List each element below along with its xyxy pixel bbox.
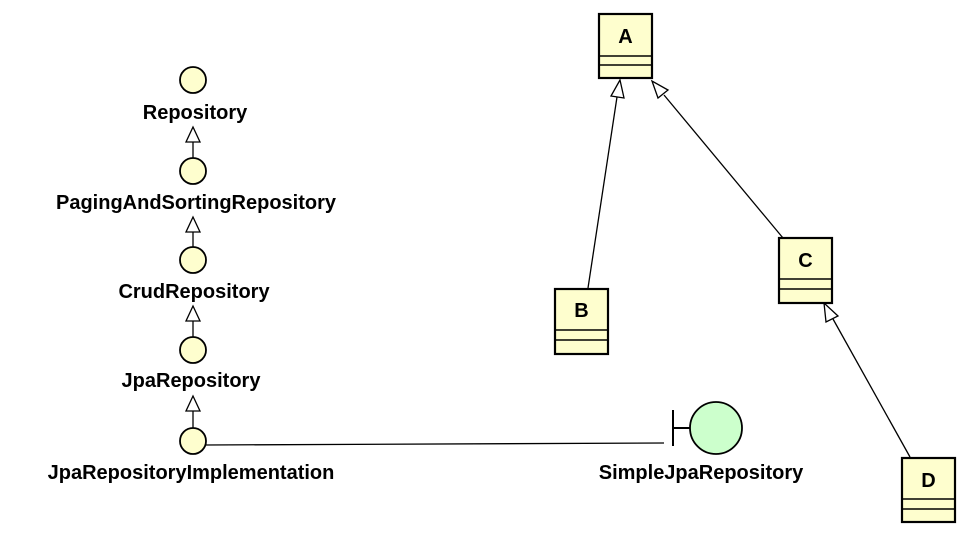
interface-crud-icon[interactable] <box>179 246 207 274</box>
class-b[interactable]: B <box>553 287 610 356</box>
edge-crud-to-paging <box>184 215 202 247</box>
class-a[interactable]: A <box>597 12 654 80</box>
edge-jpa-to-crud <box>184 304 202 337</box>
boundary-simplejpa[interactable] <box>672 401 743 455</box>
interface-paging-label: PagingAndSortingRepository <box>56 192 337 214</box>
interface-jpa-label: JpaRepository <box>122 370 262 392</box>
edge-c-to-a <box>650 79 784 239</box>
edge-b-to-a <box>587 78 625 289</box>
boundary-simplejpa-icon <box>689 401 743 455</box>
class-d-label: D <box>921 470 935 492</box>
interface-jpaimpl-label: JpaRepositoryImplementation <box>48 462 335 484</box>
edge-jpaimpl-to-simplejpa <box>205 442 665 446</box>
interface-jpa-icon[interactable] <box>179 336 207 364</box>
class-d[interactable]: D <box>900 456 957 524</box>
interface-jpaimpl-icon[interactable] <box>179 427 207 455</box>
class-a-label: A <box>618 26 632 48</box>
boundary-simplejpa-label: SimpleJpaRepository <box>599 462 804 484</box>
interface-repository-label: Repository <box>143 102 248 124</box>
edge-d-to-c <box>823 301 911 458</box>
class-b-label: B <box>574 300 588 322</box>
class-c-label: C <box>798 250 812 272</box>
interface-paging-icon[interactable] <box>179 157 207 185</box>
interface-repository-icon[interactable] <box>179 66 207 94</box>
edge-jpaimpl-to-jpa <box>184 394 202 428</box>
class-c[interactable]: C <box>777 236 834 305</box>
interface-crud-label: CrudRepository <box>118 281 270 303</box>
edge-paging-to-repository <box>184 125 202 158</box>
